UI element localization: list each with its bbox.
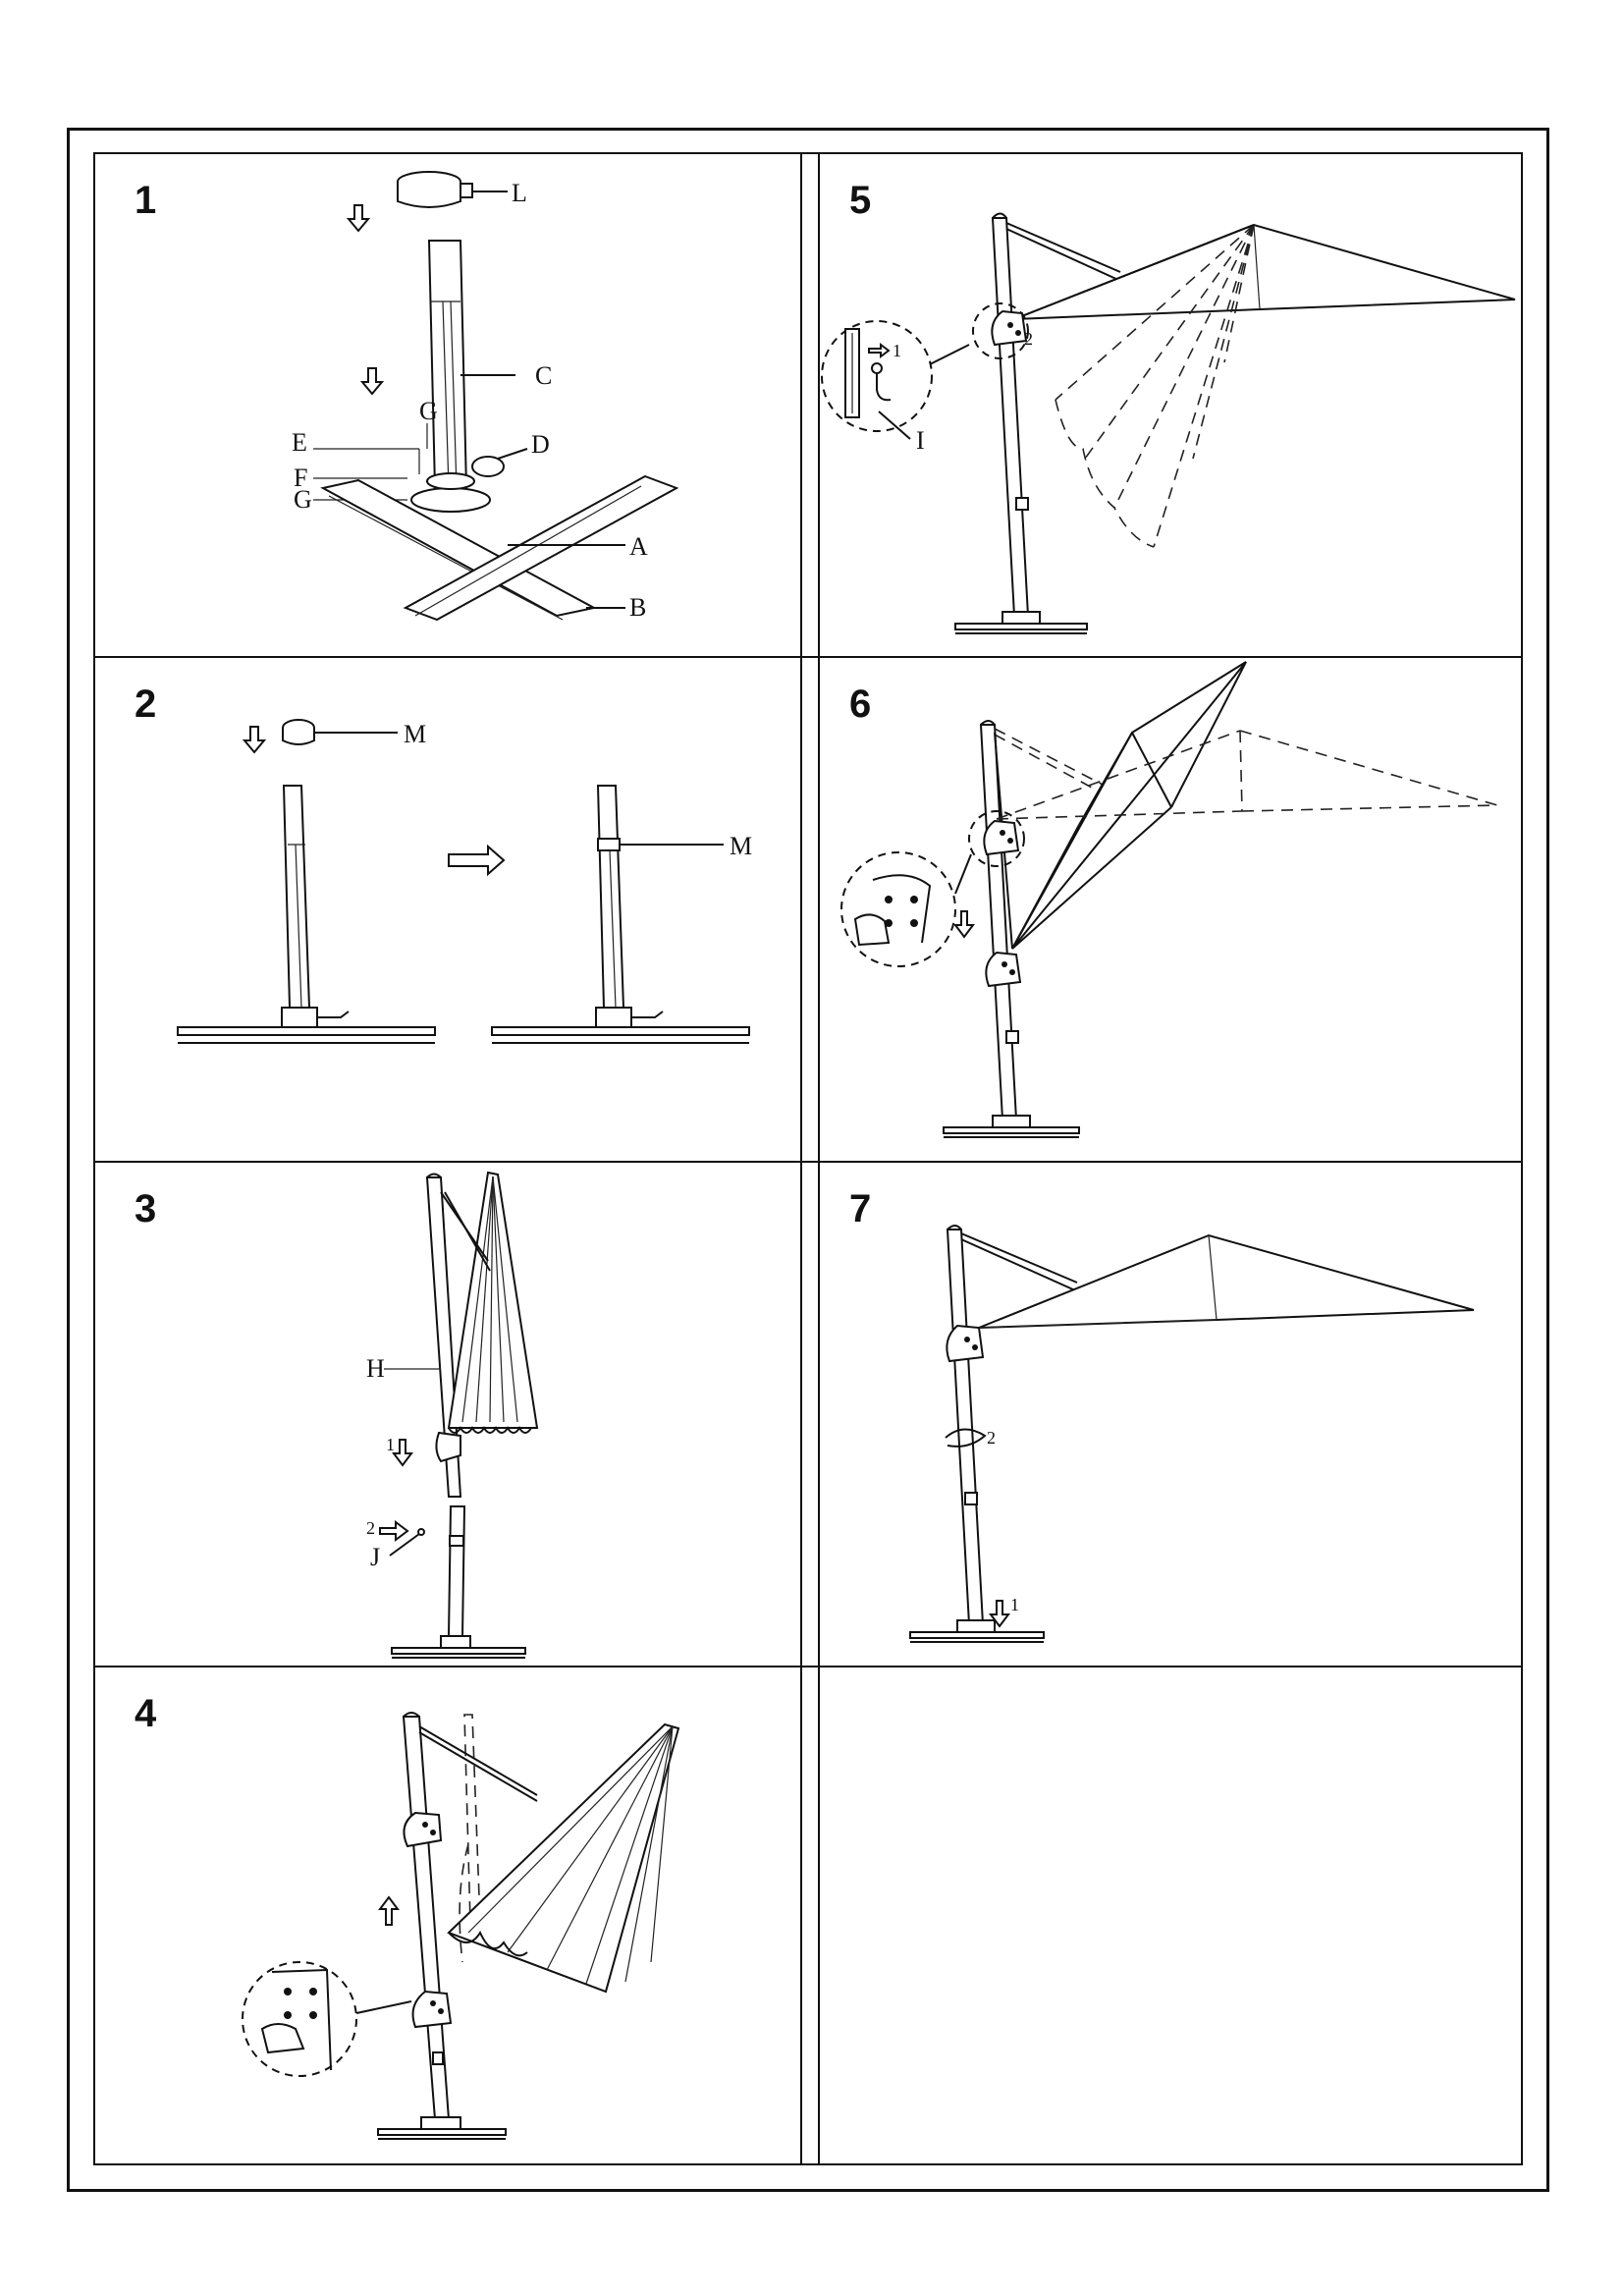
crank-housing	[435, 1431, 461, 1463]
assembled-pole-right	[491, 785, 750, 1044]
detail-callout	[821, 320, 933, 432]
step-number: 4	[135, 1692, 157, 1735]
upper-housing	[946, 1324, 985, 1363]
label-L: L	[512, 179, 527, 207]
step-1-illustration: L C G E D F G	[292, 171, 679, 622]
panel-step-6: 6	[820, 658, 1523, 1161]
detail-ring	[968, 810, 1025, 867]
pin-part-J	[417, 1528, 425, 1536]
label-M-left: M	[404, 720, 426, 748]
label-F: F	[294, 464, 307, 492]
column-divider-left	[800, 152, 802, 2165]
label-H: H	[366, 1354, 385, 1383]
ring-part-M	[282, 719, 315, 745]
step-marker-1: 1	[893, 341, 901, 360]
label-G-lower: G	[294, 485, 312, 514]
label-E: E	[292, 428, 307, 457]
label-A: A	[629, 532, 648, 561]
step-number: 7	[849, 1187, 872, 1230]
main-pole	[991, 217, 1030, 617]
step-3-illustration: H 1 2 J	[366, 1171, 539, 1659]
step-7-illustration: 2 1	[909, 1225, 1475, 1643]
up-arrow-icon	[378, 1895, 400, 1926]
tilting-canopy	[1013, 223, 1516, 548]
label-J: J	[370, 1543, 380, 1571]
row-divider-3	[93, 1666, 1523, 1667]
step-number: 5	[849, 179, 872, 222]
step-marker-1: 1	[386, 1435, 395, 1454]
opening-canopy	[447, 1722, 680, 1994]
row-divider-2	[93, 1161, 1523, 1163]
step-6-illustration	[840, 661, 1498, 1138]
assembled-pole-left	[177, 785, 436, 1044]
panel-step-1: 1 L C G E D F G	[95, 154, 800, 656]
rotating-canopy	[994, 661, 1247, 950]
main-pole	[946, 1229, 985, 1625]
label-G-upper: G	[419, 397, 438, 425]
lower-housing	[985, 951, 1022, 988]
label-M-right: M	[730, 832, 752, 860]
upper-housing	[403, 1811, 443, 1848]
down-arrow-icon	[953, 910, 975, 939]
down-arrow-icon	[359, 367, 385, 396]
step-number: 1	[135, 179, 157, 222]
down-arrow-icon	[989, 1600, 1010, 1628]
rotate-arrow-icon	[945, 1428, 987, 1448]
label-C: C	[535, 361, 552, 390]
left-arrow-icon	[868, 343, 891, 358]
panel-step-5: 5 2 1	[820, 154, 1523, 656]
page-inner-frame	[93, 152, 1523, 2165]
folded-arm-dashed	[463, 1714, 481, 1924]
open-canopy	[978, 1233, 1475, 1329]
step-marker-1: 1	[1010, 1595, 1019, 1614]
row-divider-1	[93, 656, 1523, 658]
panel-step-3: 3 H 1 2	[95, 1163, 800, 1666]
folded-canopy	[440, 1171, 539, 1434]
panel-step-4: 4	[95, 1667, 800, 2164]
bolt-part-D	[471, 456, 505, 477]
right-arrow-icon	[448, 844, 506, 877]
step-2-illustration: M M	[177, 719, 752, 1044]
step-marker-2: 2	[1024, 329, 1033, 349]
right-arrow-icon	[379, 1520, 409, 1542]
panel-step-2: 2 M M	[95, 658, 800, 1161]
step-marker-2: 2	[987, 1428, 996, 1448]
cap-part-L	[397, 171, 473, 208]
panel-empty	[820, 1667, 1523, 2164]
label-I: I	[916, 426, 925, 455]
page-outer-frame	[67, 128, 1549, 2192]
panel-step-7: 7 2 1	[820, 1163, 1523, 1666]
step-marker-2: 2	[366, 1518, 375, 1538]
step-number: 6	[849, 683, 872, 726]
down-arrow-icon	[392, 1439, 413, 1467]
base-plate	[410, 487, 491, 513]
step-5-illustration: 2 1 I	[821, 212, 1516, 634]
down-arrow-icon	[242, 726, 267, 754]
column-divider-right	[818, 152, 820, 2165]
label-B: B	[629, 593, 646, 622]
detail-callout	[242, 1961, 357, 2077]
step-number: 3	[135, 1187, 157, 1230]
pole-part-C	[427, 240, 468, 489]
crank-handle-part-I	[876, 372, 892, 402]
step-4-illustration	[242, 1712, 680, 2140]
down-arrow-icon	[346, 204, 371, 233]
detail-callout	[840, 851, 956, 967]
crank-detail-ring	[972, 302, 1029, 359]
cross-base-part-A-B	[320, 474, 679, 622]
lower-housing	[411, 1990, 453, 2029]
canopy-final-position-dashed	[996, 730, 1498, 820]
lower-pole	[391, 1505, 526, 1659]
label-D: D	[531, 430, 550, 459]
step-number: 2	[135, 683, 157, 726]
